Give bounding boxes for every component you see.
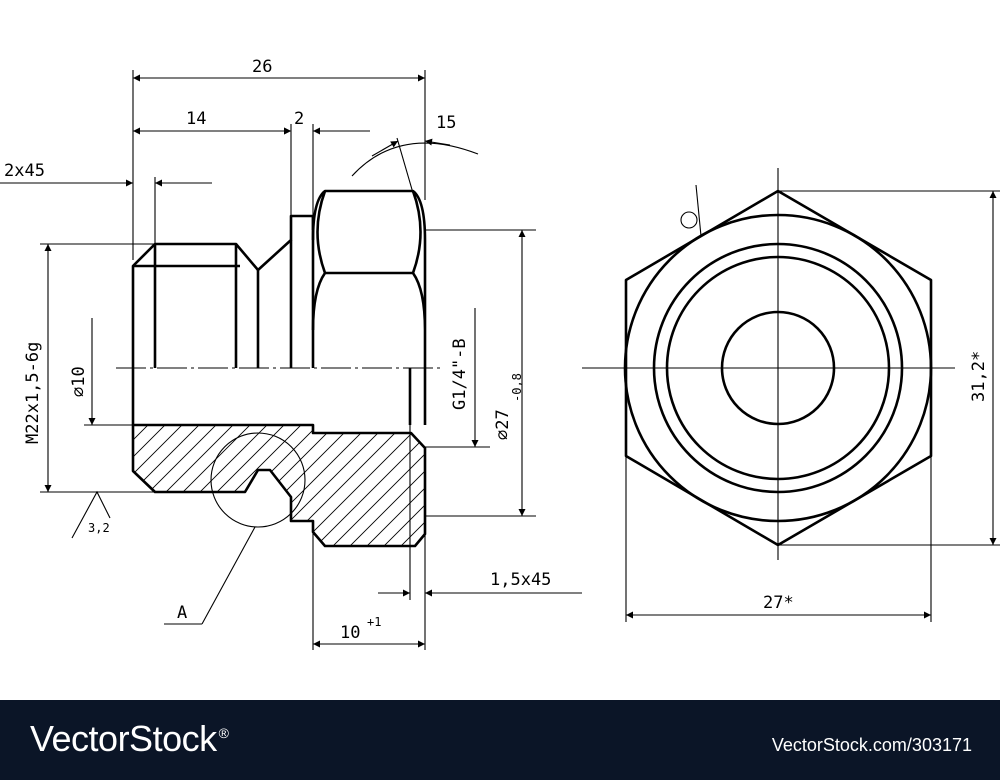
image-id: VectorStock.com/303171 [771,735,972,755]
dim-chamfer-1-5x45: 1,5x45 [490,570,551,590]
dim-26: 26 [252,57,272,77]
dim-14: 14 [186,109,206,129]
hatch-line [216,425,358,546]
hatch-line [250,425,392,546]
hatch-line [182,425,324,546]
roughness-symbol [71,490,111,539]
hatch-line [386,425,425,546]
technical-drawing: A 26 14 2 15 2x45 M22x1,5-6g [0,57,1000,650]
angle-arrow-1 [371,140,399,157]
section-outline [131,423,427,548]
hatch-line [0,420,17,560]
collar-circle [623,213,933,523]
roughness-value: 3,2 [88,521,110,535]
dim-hex-thickness-tolerance: +1 [367,615,381,629]
hatch-line [133,425,256,546]
upper-outline [131,214,315,425]
hatch-line [369,425,425,546]
hatch-line [318,425,425,546]
bore-circle [720,310,836,426]
hatch-line [133,425,137,546]
front-view: 31,2* 27* [582,168,1000,622]
dim-across-corners: 31,2* [969,351,989,402]
hatch-line [335,425,425,546]
dim-hex-thickness: 10 [340,623,360,643]
brand-logo: VectorStock® [30,718,229,760]
hatch-line [0,420,102,560]
detail-label: A [177,603,187,623]
hatch-line [267,425,409,546]
hatch-line [133,425,239,546]
dim-bore: ⌀10 [69,366,89,397]
footer-bar: VectorStock® VectorStock.com/303171 [0,700,1000,780]
hatch-line [148,425,290,546]
dim-collar-27: ⌀27 [493,409,513,440]
brand-registered-mark: ® [218,725,229,741]
dim-15: 15 [436,113,456,133]
hatch-line [301,425,425,546]
dim-across-flats: 27* [763,593,794,613]
dim-pipe-thread: G1/4"-B [450,338,470,410]
hex-head-outline [311,189,427,425]
angle-ref-line [396,137,414,194]
front-roughness-symbol [695,184,702,237]
hatch-line [133,425,171,546]
dim-collar-tolerance: -0,8 [510,373,524,402]
dim-2: 2 [294,109,304,129]
detail-circle [210,432,306,528]
inner-ring-circle [665,255,891,481]
front-roughness-circle [680,211,698,229]
side-view: A 26 14 2 15 2x45 M22x1,5-6g [0,57,582,650]
hatch-line [352,425,425,546]
hatch-line [133,425,222,546]
angle-arrow-2 [424,138,451,146]
dim-thread: M22x1,5-6g [23,342,43,444]
detail-leader [201,526,256,625]
hatch-line [133,425,188,546]
section-hatching [0,420,425,560]
hatch-line [284,425,425,546]
angle-arc [351,142,479,177]
hatch-line [0,420,119,560]
dim-chamfer-2x45: 2x45 [4,161,45,181]
outer-ring-circle [652,242,904,494]
brand-name: VectorStock [30,718,217,759]
